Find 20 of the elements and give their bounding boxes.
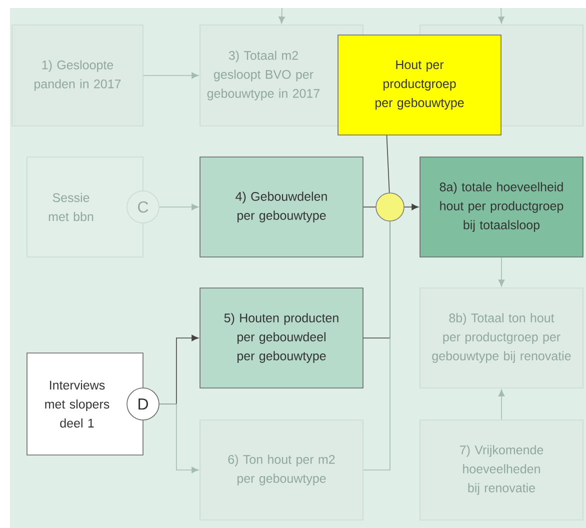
callout-box: Hout per productgroep per gebouwtype <box>338 34 502 136</box>
arrow <box>143 72 199 79</box>
arrow <box>159 204 199 210</box>
connector-line <box>363 206 376 208</box>
process-box: 4) Gebouwdelen per gebouwtype <box>200 156 364 258</box>
connector-line <box>363 221 390 470</box>
process-box: 7) Vrijkomende hoeveelheden bij renovatie <box>420 420 584 520</box>
leader-line <box>386 135 390 194</box>
arrow <box>159 404 199 474</box>
arrow <box>278 8 285 24</box>
process-box: 1) Gesloopte panden in 2017 <box>12 24 144 126</box>
result-box: 8a) totale hoeveelheid hout per productgroep bij totaalsloop <box>420 156 584 258</box>
arrow <box>498 8 504 24</box>
process-box: 5) Houten producten per gebouwdeel per gebouwtype <box>200 288 364 388</box>
arrow <box>404 204 419 210</box>
junction-circle <box>376 192 404 222</box>
process-box: 6) Ton hout per m2 per gebouwtype <box>200 420 364 520</box>
arrow <box>498 389 505 420</box>
arrow <box>498 257 505 287</box>
process-box: 8b) Totaal ton hout per productgroep per gebouwtype bij renovatie <box>420 288 584 388</box>
